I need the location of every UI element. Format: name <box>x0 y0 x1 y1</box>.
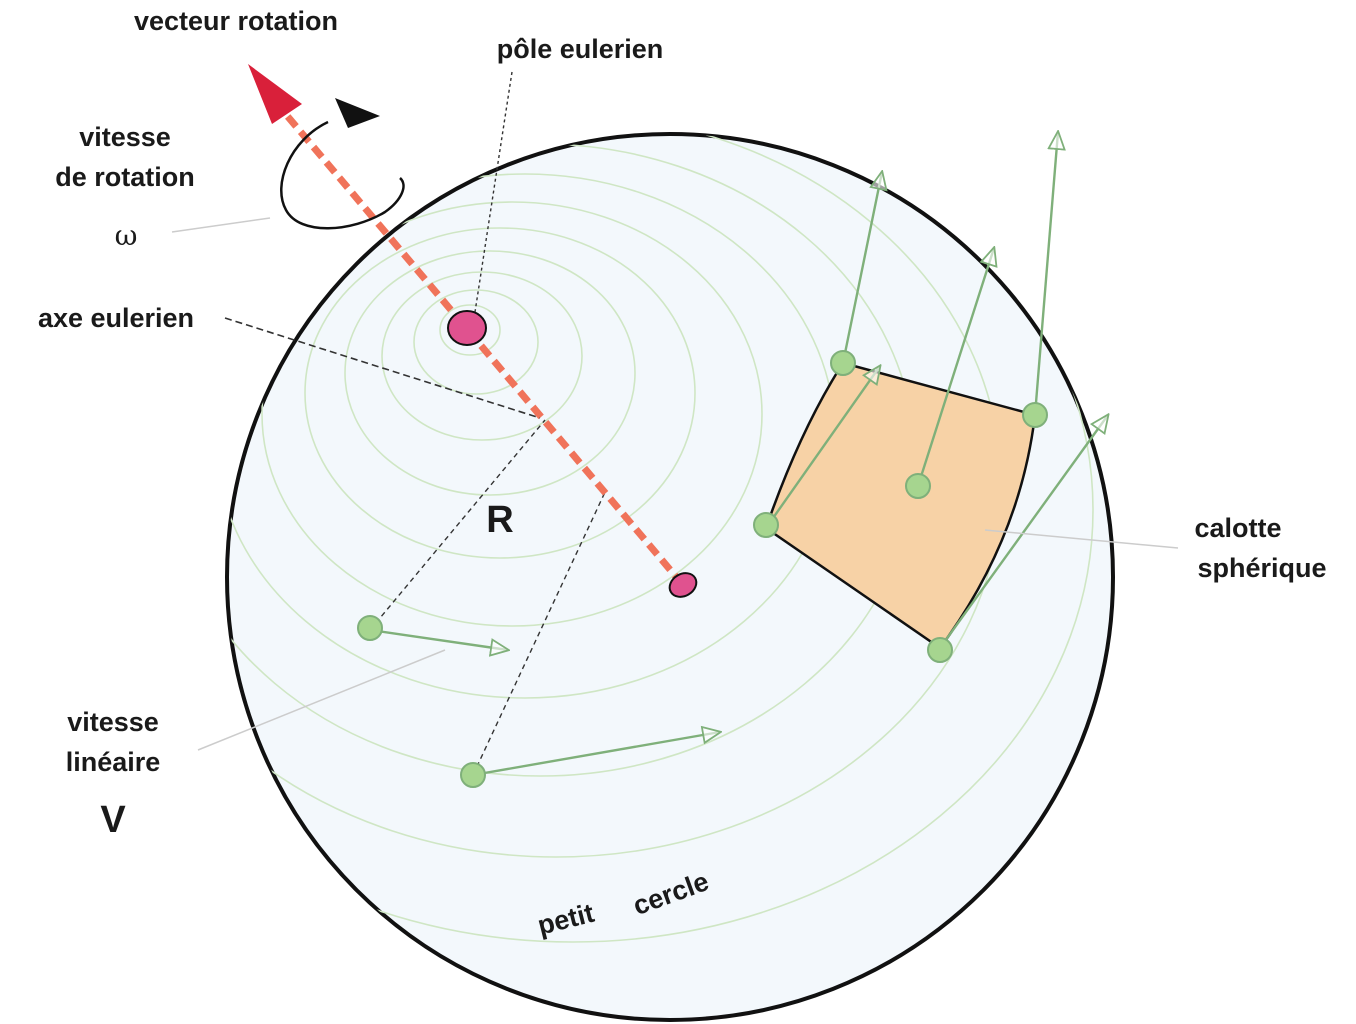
velocity-arrow <box>939 415 1108 649</box>
radius-line <box>472 489 607 776</box>
linear-velocity-arrows <box>369 628 720 777</box>
euler-pole-marker <box>447 310 487 346</box>
point-markers <box>357 350 1048 788</box>
velocity-arrow <box>472 732 720 777</box>
rotation-speed-label-line2: de rotation <box>55 162 195 192</box>
euler-axis-line <box>275 102 686 588</box>
euler-pole-label: pôle eulerien <box>497 34 664 64</box>
omega-symbol: ω <box>115 219 138 252</box>
small-circle <box>344 250 636 496</box>
point-marker <box>905 473 931 499</box>
linear-speed-leader <box>197 649 446 751</box>
point-marker <box>830 350 856 376</box>
rotation-speed-label-line1: vitesse <box>79 122 171 152</box>
axis-exit-marker <box>668 572 698 598</box>
small-circle <box>381 271 583 441</box>
rotation-speed-leader <box>171 217 271 233</box>
point-marker <box>1022 402 1048 428</box>
small-circle <box>227 134 1094 943</box>
velocity-arrow <box>1033 132 1058 416</box>
spherical-cap-label-line2: sphérique <box>1197 553 1326 583</box>
euler-axis-leader <box>224 317 541 419</box>
linear-speed-symbol: V <box>100 799 126 841</box>
small-circle <box>261 201 763 627</box>
spherical-cap-label-line1: calotte <box>1194 513 1281 543</box>
small-circle <box>304 227 696 559</box>
velocity-arrow <box>765 366 880 529</box>
linear-speed-label-line2: linéaire <box>66 747 161 777</box>
leader-lines <box>171 71 1179 751</box>
euler-axis-label: axe eulerien <box>38 303 194 333</box>
cap-velocity-arrows <box>765 132 1108 649</box>
cap-leader <box>984 529 1179 549</box>
radius-lines <box>369 419 607 776</box>
sphere <box>225 132 1115 1022</box>
linear-speed-label-line1: vitesse <box>67 707 159 737</box>
rotation-vector-arrowhead <box>248 64 302 124</box>
small-circle <box>413 289 539 395</box>
small-circle <box>439 304 501 356</box>
point-marker <box>753 512 779 538</box>
velocity-arrow <box>916 248 994 487</box>
velocity-arrow <box>841 172 882 364</box>
rotation-vector-label: vecteur rotation <box>134 6 338 36</box>
velocity-arrow <box>369 628 508 650</box>
point-marker <box>357 615 383 641</box>
radius-label: R <box>486 499 513 541</box>
circular-arrow-icon <box>280 98 405 230</box>
radius-line <box>369 419 546 631</box>
point-marker <box>927 637 953 663</box>
point-marker <box>460 762 486 788</box>
euler-pole-leader <box>474 71 513 313</box>
